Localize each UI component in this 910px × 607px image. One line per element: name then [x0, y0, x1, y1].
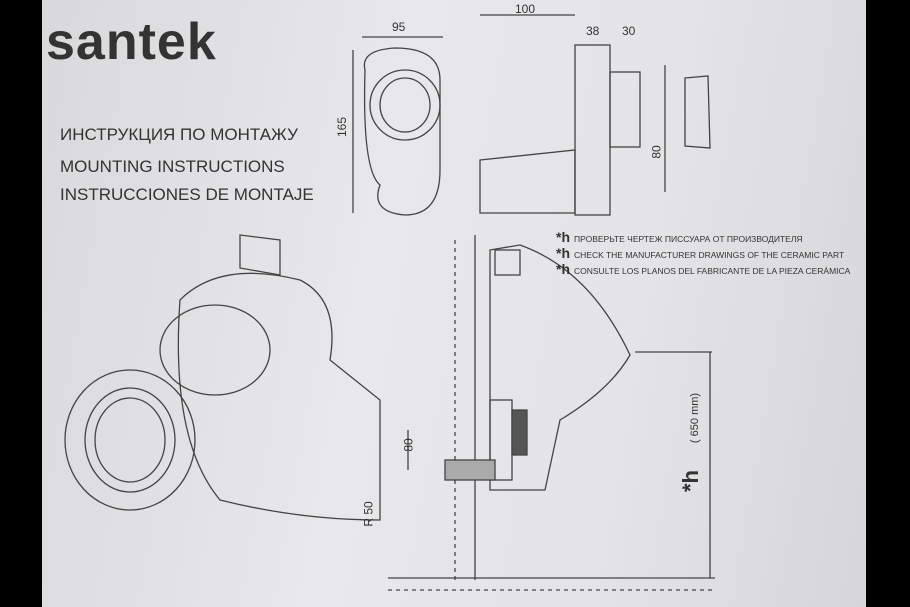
dim-depth: 100	[515, 2, 536, 16]
dim-30: 30	[622, 24, 636, 38]
brand-logo: santek	[46, 13, 217, 71]
dim-h-label: *h	[678, 470, 703, 492]
dim-height-front: 165	[335, 116, 350, 138]
dim-38: 38	[586, 24, 600, 38]
title-ru: ИНСТРУКЦИЯ ПО МОНТАЖУ	[60, 125, 298, 144]
dim-80-install: 80	[401, 438, 416, 452]
title-es: INSTRUCCIONES DE MONTAJE	[60, 185, 314, 204]
side-view-drawing	[479, 14, 711, 216]
siphon-3d-drawing	[64, 234, 381, 521]
title-en: MOUNTING INSTRUCTIONS	[60, 157, 285, 176]
dim-h-value: ( 650 mm)	[689, 392, 702, 444]
front-view-drawing	[352, 36, 443, 216]
dim-80-side: 80	[649, 145, 664, 159]
dim-width-front: 95	[392, 20, 406, 34]
installation-drawing	[388, 235, 715, 591]
dim-radius: R 50	[361, 501, 376, 527]
